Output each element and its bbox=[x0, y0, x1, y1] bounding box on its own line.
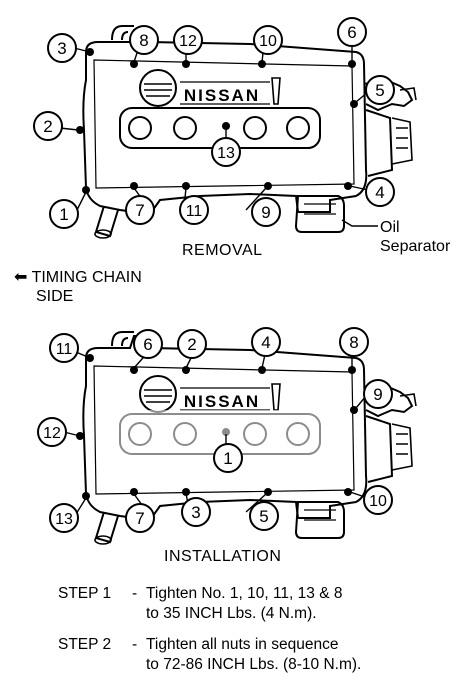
svg-text:5: 5 bbox=[259, 507, 268, 526]
svg-text:8: 8 bbox=[349, 333, 358, 352]
svg-text:11: 11 bbox=[186, 203, 203, 220]
step-line: to 35 INCH Lbs. (4 N.m). bbox=[146, 605, 317, 622]
callout-12: 12 bbox=[173, 25, 203, 55]
callout-5: 5 bbox=[365, 75, 395, 105]
callout-3: 3 bbox=[181, 497, 211, 527]
svg-text:8: 8 bbox=[139, 31, 148, 50]
callout-13: 13 bbox=[211, 137, 241, 167]
svg-text:10: 10 bbox=[259, 33, 277, 50]
step-line: Tighten No. 1, 10, 11, 13 & 8 bbox=[146, 585, 343, 602]
callout-12: 12 bbox=[37, 417, 67, 447]
callout-3: 3 bbox=[47, 33, 77, 63]
callout-2: 2 bbox=[177, 329, 207, 359]
svg-text:11: 11 bbox=[56, 341, 73, 358]
svg-text:4: 4 bbox=[375, 183, 384, 202]
callout-10: 10 bbox=[253, 25, 283, 55]
timing-chain-side-label: ⬅ TIMING CHAIN SIDE bbox=[14, 269, 142, 305]
svg-text:2: 2 bbox=[43, 117, 52, 136]
callout-9: 9 bbox=[251, 197, 281, 227]
installation-caption: INSTALLATION bbox=[164, 548, 282, 565]
callout-13: 13 bbox=[49, 503, 79, 533]
step-line: Tighten all nuts in sequence bbox=[146, 636, 339, 653]
installation-brand-text: NISSAN bbox=[184, 392, 260, 411]
installation-callouts: 1 2 3 4 5 6 7 8 9 10 11 12 bbox=[37, 327, 393, 533]
svg-text:7: 7 bbox=[135, 201, 144, 220]
removal-caption: REMOVAL bbox=[182, 242, 263, 259]
callout-10: 10 bbox=[363, 485, 393, 515]
callout-8: 8 bbox=[339, 327, 369, 357]
installation-diagram: NISSAN 1 2 3 4 5 6 7 8 bbox=[37, 327, 417, 545]
callout-4: 4 bbox=[251, 327, 281, 357]
callout-9: 9 bbox=[363, 379, 393, 409]
left-arrow-icon: ⬅ bbox=[14, 269, 28, 286]
callout-6: 6 bbox=[133, 329, 163, 359]
svg-text:9: 9 bbox=[261, 203, 270, 222]
svg-text:2: 2 bbox=[187, 335, 196, 354]
removal-brand-text: NISSAN bbox=[184, 86, 260, 105]
step-label: STEP 2 bbox=[58, 636, 112, 653]
step-1: STEP 1 - Tighten No. 1, 10, 11, 13 & 8 t… bbox=[58, 584, 361, 624]
svg-text:12: 12 bbox=[179, 33, 197, 50]
step-label: STEP 1 bbox=[58, 585, 112, 602]
svg-text:1: 1 bbox=[59, 205, 68, 224]
svg-text:5: 5 bbox=[375, 81, 384, 100]
callout-1: 1 bbox=[213, 443, 243, 473]
svg-text:4: 4 bbox=[261, 333, 270, 352]
svg-text:13: 13 bbox=[55, 511, 73, 528]
callout-8: 8 bbox=[129, 25, 159, 55]
svg-text:1: 1 bbox=[223, 449, 232, 468]
callout-4: 4 bbox=[365, 177, 395, 207]
callout-1: 1 bbox=[49, 199, 79, 229]
svg-text:7: 7 bbox=[135, 509, 144, 528]
svg-text:3: 3 bbox=[57, 39, 66, 58]
step-2: STEP 2 - Tighten all nuts in sequence to… bbox=[58, 636, 362, 673]
callout-6: 6 bbox=[337, 17, 367, 47]
svg-text:10: 10 bbox=[369, 493, 387, 510]
svg-text:12: 12 bbox=[43, 425, 61, 442]
removal-callouts: 1 2 3 4 5 6 7 8 9 10 11 12 bbox=[33, 17, 395, 229]
callout-7: 7 bbox=[125, 503, 155, 533]
torque-steps: STEP 1 - Tighten No. 1, 10, 11, 13 & 8 t… bbox=[58, 584, 361, 675]
svg-text:6: 6 bbox=[347, 23, 356, 42]
svg-text:9: 9 bbox=[373, 385, 382, 404]
svg-text:3: 3 bbox=[191, 503, 200, 522]
valve-cover-diagrams: NISSAN 1 2 3 4 5 6 7 8 bbox=[33, 17, 417, 545]
callout-11: 11 bbox=[179, 195, 209, 225]
oil-separator-label: Oil Separator bbox=[380, 219, 451, 255]
svg-text:13: 13 bbox=[217, 145, 235, 162]
callout-5: 5 bbox=[249, 501, 279, 531]
svg-text:6: 6 bbox=[143, 335, 152, 354]
removal-diagram: NISSAN 1 2 3 4 5 6 7 8 bbox=[33, 17, 417, 239]
callout-2: 2 bbox=[33, 111, 63, 141]
step-line: to 72-86 INCH Lbs. (8-10 N.m). bbox=[146, 656, 362, 673]
callout-7: 7 bbox=[125, 195, 155, 225]
callout-11: 11 bbox=[49, 333, 79, 363]
